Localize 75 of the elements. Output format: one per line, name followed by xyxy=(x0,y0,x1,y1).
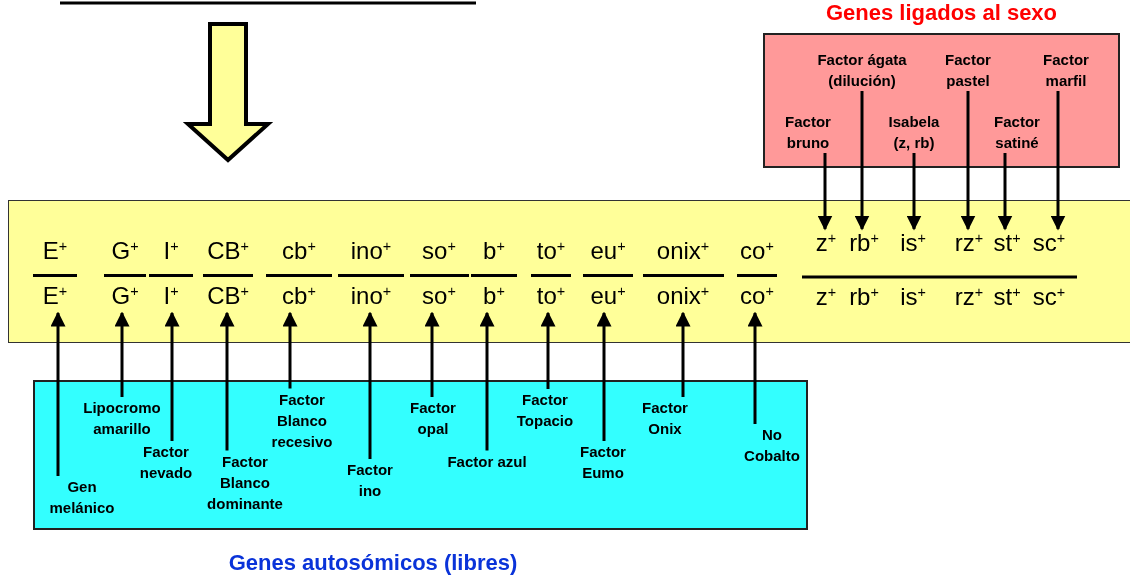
gene-label: No Cobalto xyxy=(737,424,807,466)
gene-label: Factor azul xyxy=(437,450,537,472)
allele-symbol: eu$^{+}$ xyxy=(589,237,627,266)
allele-symbol: I$^{+}$ xyxy=(162,282,180,311)
arrow xyxy=(282,311,298,389)
gene-label: Factor satiné xyxy=(982,111,1052,153)
allele-symbol: rb$^{+}$ xyxy=(848,283,880,312)
gene-label: Factor Blanco dominante xyxy=(197,450,293,514)
arrow xyxy=(114,311,130,397)
allele-symbol: z$^{+}$ xyxy=(814,283,838,312)
allele-symbol: E$^{+}$ xyxy=(41,237,69,266)
allele-symbol: I$^{+}$ xyxy=(162,237,180,266)
allele-symbol: onix$^{+}$ xyxy=(655,237,711,266)
arrow xyxy=(164,311,180,441)
arrow xyxy=(50,311,66,476)
allele-symbol: to$^{+}$ xyxy=(535,282,567,311)
allele-symbol: cb$^{+}$ xyxy=(281,237,317,266)
arrow xyxy=(960,91,976,231)
gene-label: Factor Onix xyxy=(632,397,698,439)
allele-symbol: co$^{+}$ xyxy=(739,237,775,266)
allele-symbol: sc$^{+}$ xyxy=(1031,283,1067,312)
arrow xyxy=(997,153,1013,231)
arrow xyxy=(817,153,833,231)
allele-symbol: sc$^{+}$ xyxy=(1031,229,1067,258)
allele-symbol: eu$^{+}$ xyxy=(589,282,627,311)
gene-label: Factor marfil xyxy=(1031,49,1101,91)
gene-label: Factor Blanco recesivo xyxy=(262,388,342,452)
chromosome-band xyxy=(8,200,1130,343)
allele-symbol: is$^{+}$ xyxy=(899,229,927,258)
arrow xyxy=(854,91,870,231)
group-heading: Genes ligados al sexo xyxy=(824,0,1059,26)
allele-symbol: G$^{+}$ xyxy=(110,282,140,311)
group-heading: Genes autosómicos (libres) xyxy=(227,550,519,576)
allele-symbol: E$^{+}$ xyxy=(41,282,69,311)
allele-symbol: cb$^{+}$ xyxy=(281,282,317,311)
allele-symbol: onix$^{+}$ xyxy=(655,282,711,311)
allele-symbol: rz$^{+}$ xyxy=(953,283,985,312)
allele-symbol: G$^{+}$ xyxy=(110,237,140,266)
gene-label: Factor opal xyxy=(402,397,464,439)
gene-label: Factor ino xyxy=(340,459,400,501)
allele-symbol: b$^{+}$ xyxy=(482,237,506,266)
arrow xyxy=(747,311,763,424)
arrow xyxy=(675,311,691,397)
gene-label: Factor Topacio xyxy=(505,389,585,431)
allele-symbol: so$^{+}$ xyxy=(421,237,457,266)
allele-symbol: co$^{+}$ xyxy=(739,282,775,311)
allele-symbol: CB$^{+}$ xyxy=(206,237,250,266)
arrow xyxy=(424,311,440,397)
arrow xyxy=(479,311,495,451)
allele-symbol: st$^{+}$ xyxy=(992,229,1022,258)
arrow xyxy=(1050,91,1066,231)
gene-label: Factor Eumo xyxy=(568,441,638,483)
allele-symbol: is$^{+}$ xyxy=(899,283,927,312)
arrow xyxy=(906,153,922,231)
gene-label: Factor bruno xyxy=(773,111,843,153)
gene-label: Factor nevado xyxy=(133,441,199,483)
arrow xyxy=(362,311,378,459)
gene-label: Gen melánico xyxy=(37,476,127,518)
arrow xyxy=(596,311,612,441)
allele-symbol: b$^{+}$ xyxy=(482,282,506,311)
gene-label: Factor pastel xyxy=(933,49,1003,91)
allele-symbol: to$^{+}$ xyxy=(535,237,567,266)
arrow xyxy=(219,311,235,451)
gene-label: Lipocromo amarillo xyxy=(67,397,177,439)
allele-symbol: rz$^{+}$ xyxy=(953,229,985,258)
allele-symbol: ino$^{+}$ xyxy=(349,237,393,266)
allele-symbol: ino$^{+}$ xyxy=(349,282,393,311)
gene-label: Isabela (z, rb) xyxy=(882,111,946,153)
allele-symbol: so$^{+}$ xyxy=(421,282,457,311)
arrow xyxy=(540,311,556,389)
allele-symbol: CB$^{+}$ xyxy=(206,282,250,311)
allele-symbol: z$^{+}$ xyxy=(814,229,838,258)
allele-symbol: rb$^{+}$ xyxy=(848,229,880,258)
gene-label: Factor ágata (dilución) xyxy=(796,49,928,91)
allele-symbol: st$^{+}$ xyxy=(992,283,1022,312)
